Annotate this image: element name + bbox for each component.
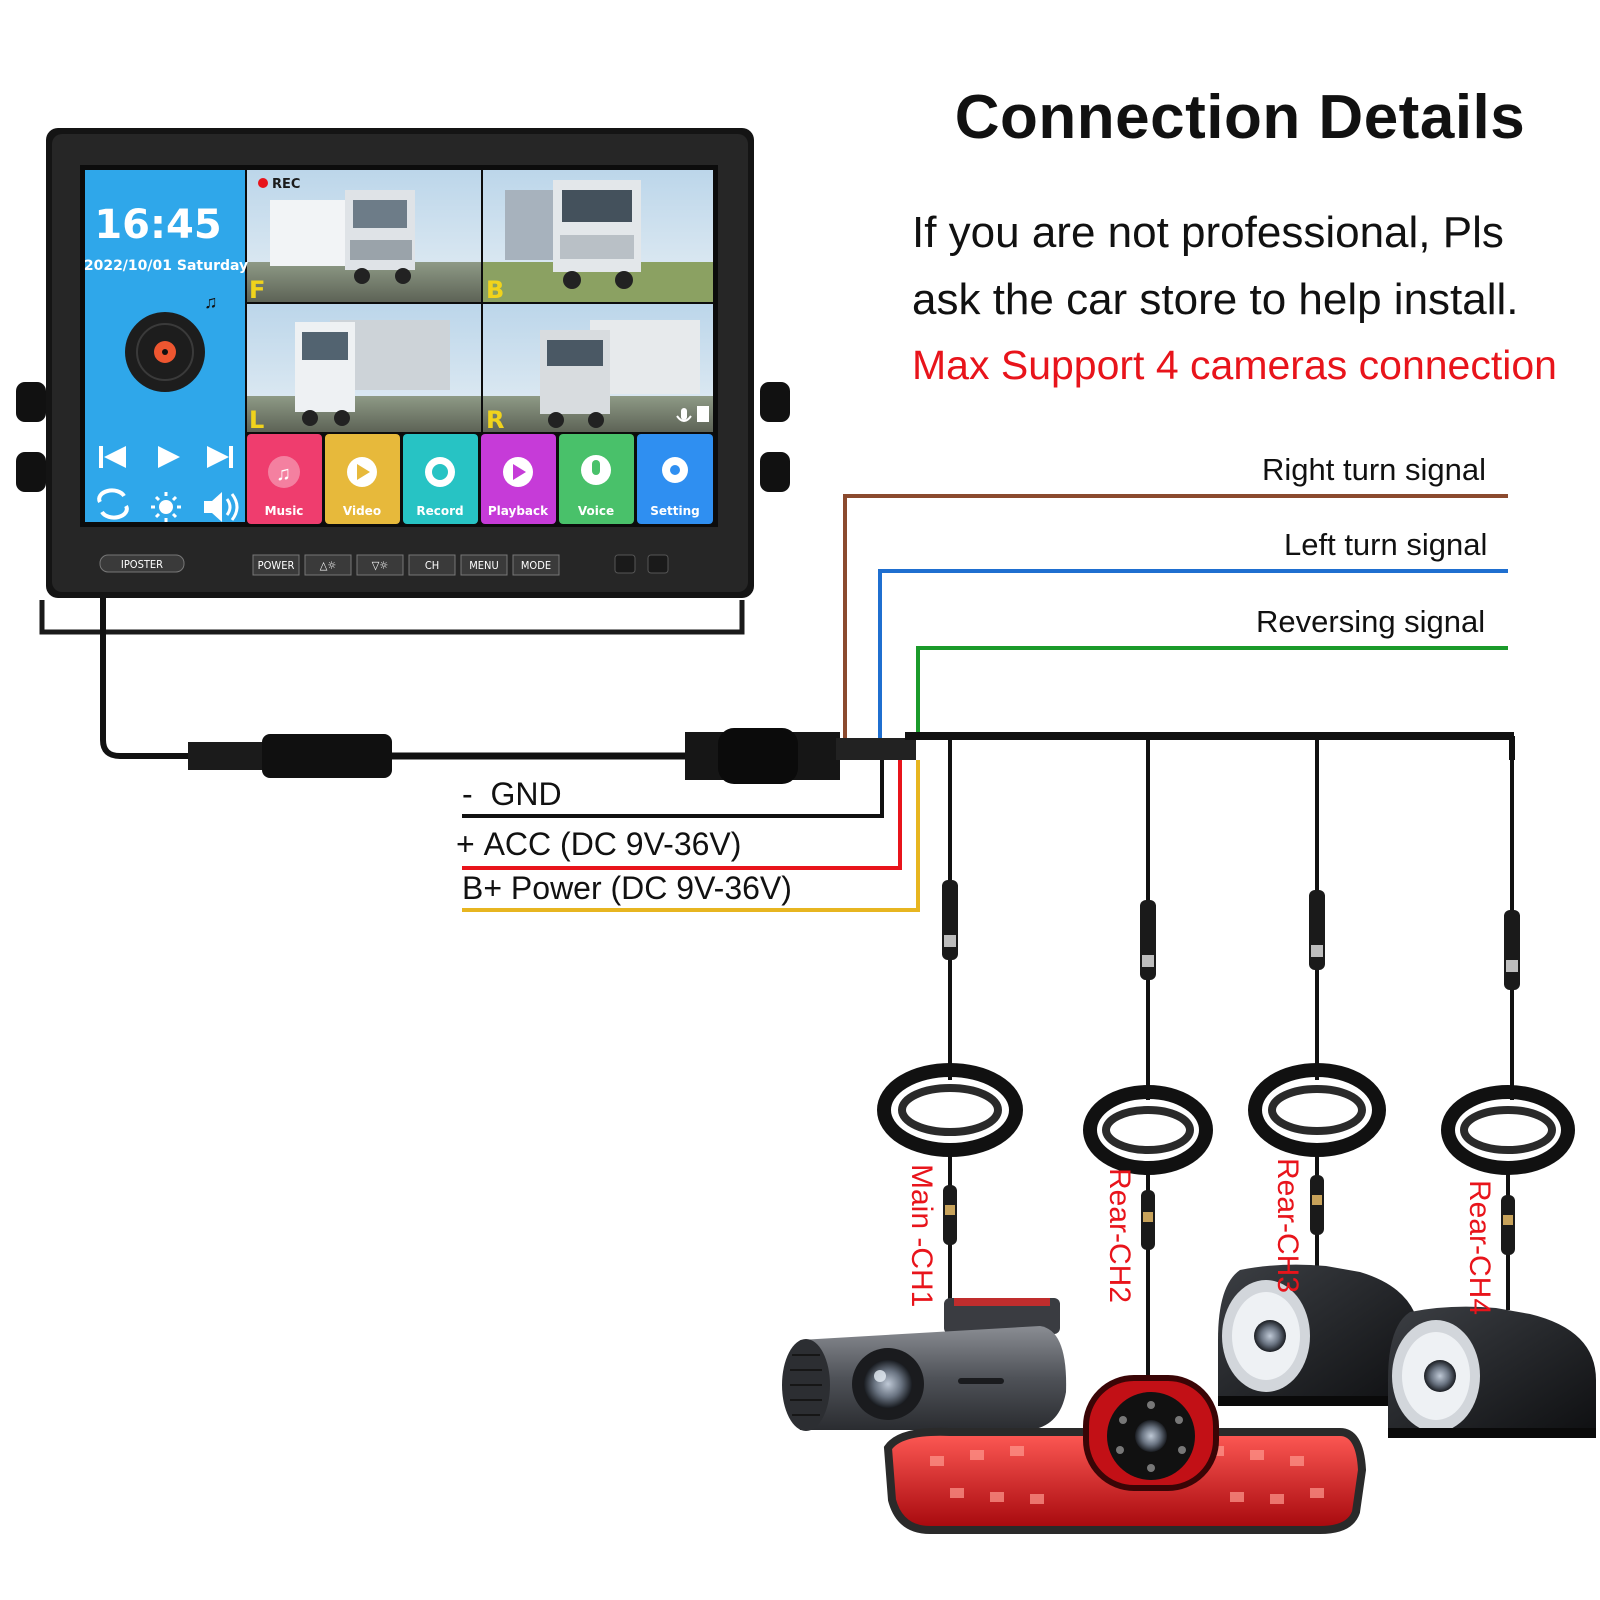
svg-text:△☼: △☼ <box>320 559 337 572</box>
brightness-icon[interactable] <box>151 492 181 522</box>
brightness-up-button[interactable]: △☼ <box>304 554 352 576</box>
menu-button[interactable]: MENU <box>460 554 508 576</box>
channel-label-ch4: Rear-CH4 <box>1463 1180 1496 1316</box>
app-tile-playback[interactable]: Playback <box>481 434 556 524</box>
monitor: ♫ <box>16 128 790 635</box>
svg-text:▽☼: ▽☼ <box>372 559 389 572</box>
bplus-wire <box>462 760 920 912</box>
repeat-icon[interactable] <box>97 488 129 520</box>
mount-knob-left[interactable] <box>16 382 46 492</box>
page-title: Connection Details <box>954 83 1526 152</box>
quad-channel-labels: F B L R <box>249 276 504 434</box>
acc-label: + ACC (DC 9V-36V) <box>456 826 741 863</box>
bplus-label: B+ Power (DC 9V-36V) <box>462 870 792 907</box>
channel-label-ch3: Rear-CH3 <box>1271 1158 1304 1294</box>
right-turn-signal-label: Right turn signal <box>1262 452 1487 487</box>
volume-icon[interactable] <box>204 492 239 522</box>
brand-badge: IPOSTER <box>99 554 185 573</box>
quad-left <box>247 304 481 432</box>
mount-knob-right[interactable] <box>760 382 790 492</box>
quad-back <box>483 170 713 302</box>
svg-text:CH: CH <box>425 559 439 572</box>
music-app-icon: ♫ <box>276 463 291 485</box>
svg-text:POWER: POWER <box>258 559 295 572</box>
acc-sign: + <box>456 826 475 862</box>
mode-button[interactable]: MODE <box>512 554 560 576</box>
rec-indicator: REC <box>258 177 300 192</box>
mic-icon <box>676 408 692 422</box>
reversing-signal-label: Reversing signal <box>1256 604 1486 639</box>
side-camera-2 <box>1388 1306 1596 1438</box>
quad-front <box>247 170 481 302</box>
max-cameras-note: Max Support 4 cameras connection <box>912 342 1557 388</box>
clock: 16:45 <box>94 202 221 248</box>
svg-text:Record: Record <box>416 504 463 518</box>
left-turn-wire <box>878 569 1508 738</box>
ir-sensor <box>614 554 636 574</box>
app-tile-music[interactable]: ♫ Music <box>247 434 322 524</box>
app-bar: ♫ Music Video Record Playback Vo <box>247 434 713 524</box>
acc-wire <box>462 760 902 870</box>
light-sensor <box>647 554 669 574</box>
svg-text:Voice: Voice <box>578 504 614 518</box>
bplus-text: B+ Power (DC 9V-36V) <box>462 870 792 906</box>
next-track-icon[interactable] <box>207 446 233 468</box>
channel-button[interactable]: CH <box>408 554 456 576</box>
svg-text:B: B <box>486 276 504 304</box>
svg-text:REC: REC <box>272 177 300 192</box>
quad-right <box>483 304 713 432</box>
app-tile-record[interactable]: Record <box>403 434 478 524</box>
brightness-down-button[interactable]: ▽☼ <box>356 554 404 576</box>
left-turn-signal-label: Left turn signal <box>1284 527 1488 562</box>
svg-text:IPOSTER: IPOSTER <box>121 558 163 571</box>
gnd-wire <box>462 760 884 818</box>
svg-text:Setting: Setting <box>650 504 700 518</box>
gnd-label: - GND <box>462 776 562 813</box>
dash-camera <box>782 1298 1067 1431</box>
install-note-line-2: ask the car store to help install. <box>912 275 1519 324</box>
play-icon[interactable] <box>158 446 180 468</box>
acc-text: ACC (DC 9V-36V) <box>483 826 742 862</box>
reversing-wire <box>916 646 1508 738</box>
camera-drops <box>877 736 1575 1390</box>
gnd-text: GND <box>490 776 562 812</box>
main-cable <box>100 598 916 784</box>
signal-wires <box>843 494 1508 738</box>
channel-label-ch2: Rear-CH2 <box>1103 1168 1136 1304</box>
power-button[interactable]: POWER <box>252 554 300 576</box>
power-wires <box>462 760 920 912</box>
svg-text:MENU: MENU <box>469 559 498 572</box>
gnd-sign: - <box>462 776 473 812</box>
sd-card-icon <box>697 406 709 422</box>
side-camera-1 <box>1218 1264 1420 1406</box>
app-tile-video[interactable]: Video <box>325 434 400 524</box>
prev-track-icon[interactable] <box>99 446 126 468</box>
camera-bus <box>905 732 1515 760</box>
brake-light-camera <box>883 1375 1367 1534</box>
channel-label-ch1: Main -CH1 <box>905 1164 938 1308</box>
camera-drop-ch1 <box>877 736 1023 1340</box>
svg-text:Playback: Playback <box>488 504 549 518</box>
hardware-buttons: POWER △☼ ▽☼ CH MENU MODE <box>252 554 669 576</box>
svg-text:Music: Music <box>265 504 304 518</box>
camera-drop-ch2 <box>1083 736 1213 1390</box>
svg-text:R: R <box>486 406 504 434</box>
right-turn-wire <box>843 494 1508 738</box>
camera-drop-ch3 <box>1248 736 1386 1290</box>
svg-text:L: L <box>249 406 264 434</box>
install-note-line-1: If you are not professional, Pls <box>912 208 1504 257</box>
quad-view[interactable]: REC F B L R <box>247 170 713 434</box>
app-tile-voice[interactable]: Voice <box>559 434 634 524</box>
app-tile-setting[interactable]: Setting <box>637 434 713 524</box>
camera-drop-ch4 <box>1441 760 1575 1310</box>
svg-text:MODE: MODE <box>521 559 551 572</box>
date: 2022/10/01 Saturday <box>84 258 248 274</box>
video-app-icon <box>357 464 370 480</box>
svg-text:Video: Video <box>343 504 381 518</box>
music-note-icon: ♫ <box>204 292 218 312</box>
svg-text:F: F <box>249 276 265 304</box>
